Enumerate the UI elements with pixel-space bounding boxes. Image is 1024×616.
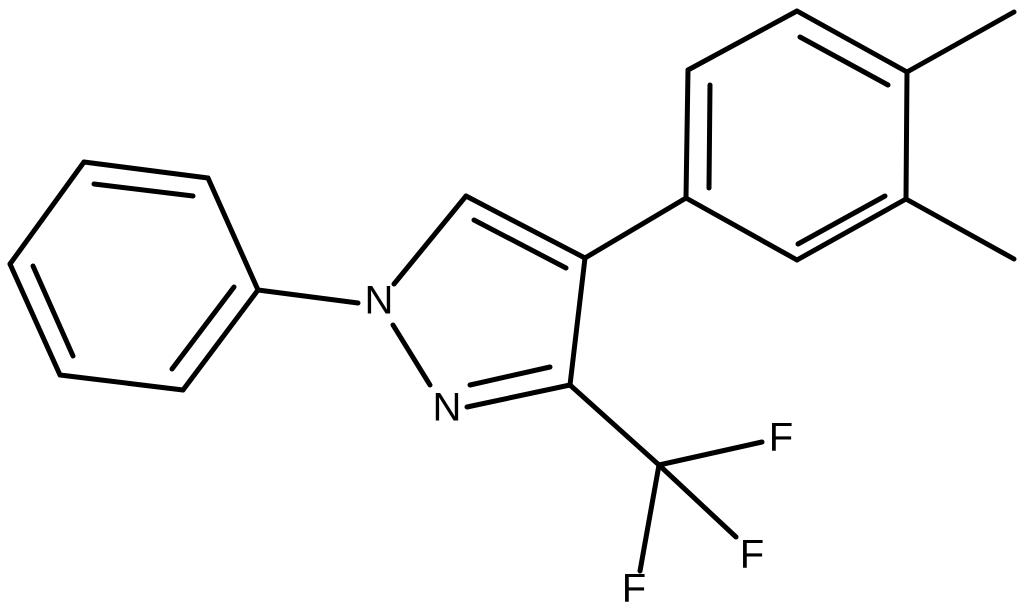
aromatic-inner-bond xyxy=(797,34,891,88)
bond-c3-n2-double xyxy=(467,364,553,388)
atom-label-f-mid: F xyxy=(740,533,764,577)
dimethylphenyl-ring xyxy=(683,8,910,263)
aromatic-inner-bond xyxy=(91,181,196,199)
bond xyxy=(683,195,800,263)
atom-label-n2: N xyxy=(433,386,462,430)
bond xyxy=(81,159,211,181)
bond xyxy=(903,69,910,202)
aromatic-inner-bond xyxy=(169,284,237,372)
aromatic-inner-bond xyxy=(795,193,888,247)
bond-c5-c4-double xyxy=(471,217,569,271)
bond xyxy=(180,287,261,393)
bond-c-f-mid xyxy=(656,462,739,540)
atom-label-f-bottom: F xyxy=(622,567,646,611)
bond-n2-n1 xyxy=(390,322,433,388)
bond xyxy=(57,372,186,393)
aromatic-inner-bond xyxy=(30,263,76,359)
pyrazole-ring xyxy=(390,193,588,410)
atom-label-f-top: F xyxy=(769,416,793,460)
bond-c-f-bottom xyxy=(637,462,662,574)
phenyl-ring xyxy=(7,159,261,393)
methyl-bond-top xyxy=(904,9,1017,75)
bond xyxy=(205,175,261,293)
bond-n1-c5 xyxy=(391,193,469,287)
bond-c3-n2 xyxy=(464,382,573,410)
bond-c5-c4 xyxy=(463,193,588,261)
bond xyxy=(683,67,691,201)
atom-label-n1: N xyxy=(365,279,394,323)
bond xyxy=(7,261,63,378)
aromatic-inner-bond xyxy=(706,82,713,191)
bond-phenyl-n1 xyxy=(255,287,361,306)
methyl-bond-bottom xyxy=(903,196,1017,262)
bond xyxy=(685,8,800,73)
bond-c3-cf3 xyxy=(567,382,662,468)
bond-c-f-top xyxy=(656,439,765,468)
bond xyxy=(794,8,910,75)
bond xyxy=(7,159,87,267)
bond-c4-aryl xyxy=(582,195,689,261)
bond-c4-c3 xyxy=(567,255,588,388)
trifluoromethyl-group xyxy=(567,382,765,574)
bond xyxy=(794,196,909,263)
